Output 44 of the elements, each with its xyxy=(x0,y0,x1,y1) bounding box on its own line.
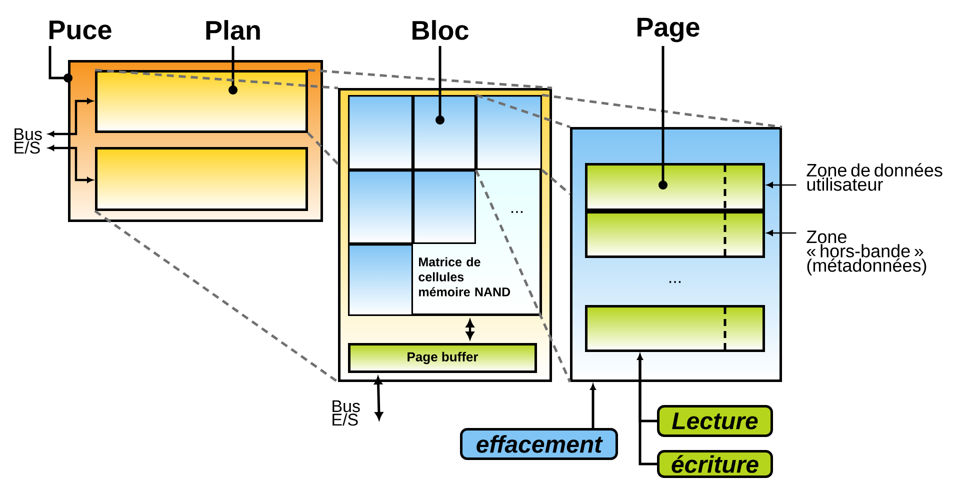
arrow xyxy=(637,354,657,466)
arrow xyxy=(466,320,474,340)
ellipsis: ... xyxy=(669,281,681,283)
leader-line xyxy=(658,46,668,190)
memory-cell xyxy=(348,244,413,316)
component-title: Bloc xyxy=(412,20,468,40)
projection-line xyxy=(542,94,782,128)
ellipsis: ... xyxy=(511,211,523,213)
component-title: Plan xyxy=(206,20,260,40)
memory-cell xyxy=(413,170,476,244)
arrow xyxy=(766,230,796,236)
zone-label: Zone de données utilisateur xyxy=(806,163,942,191)
operation-button: Lecture xyxy=(657,405,773,437)
memory-cell xyxy=(413,95,476,170)
bus-label: Bus E/S xyxy=(14,128,42,154)
bus-label: Bus E/S xyxy=(332,400,360,426)
projection-line xyxy=(541,169,571,195)
projection-line xyxy=(94,68,338,90)
operation-button: effacement xyxy=(460,428,618,460)
memory-cell xyxy=(476,95,542,170)
arrow xyxy=(766,182,796,188)
arrow xyxy=(590,384,596,428)
projection-line xyxy=(308,68,552,90)
leader-line xyxy=(228,46,238,94)
memory-cell xyxy=(348,95,413,170)
leader-line xyxy=(436,46,444,124)
arrow xyxy=(374,376,383,420)
zone-label: Zone « hors-bande » (métadonnées) xyxy=(806,230,926,276)
memory-cell xyxy=(348,170,413,244)
plane-box xyxy=(95,147,308,211)
projection-line xyxy=(307,132,339,165)
projection-line xyxy=(94,210,339,384)
page-row xyxy=(585,163,765,211)
operation-button: écriture xyxy=(657,450,773,478)
arrow xyxy=(48,145,93,183)
leader-line xyxy=(48,46,72,82)
component-title: Puce xyxy=(50,20,112,40)
projection-line xyxy=(476,94,570,128)
page-row xyxy=(585,305,765,352)
page-buffer-box: Page buffer xyxy=(348,343,537,373)
plane-box xyxy=(95,70,308,133)
arrow xyxy=(48,98,93,137)
page-row xyxy=(585,211,765,258)
component-title: Page xyxy=(638,18,700,42)
